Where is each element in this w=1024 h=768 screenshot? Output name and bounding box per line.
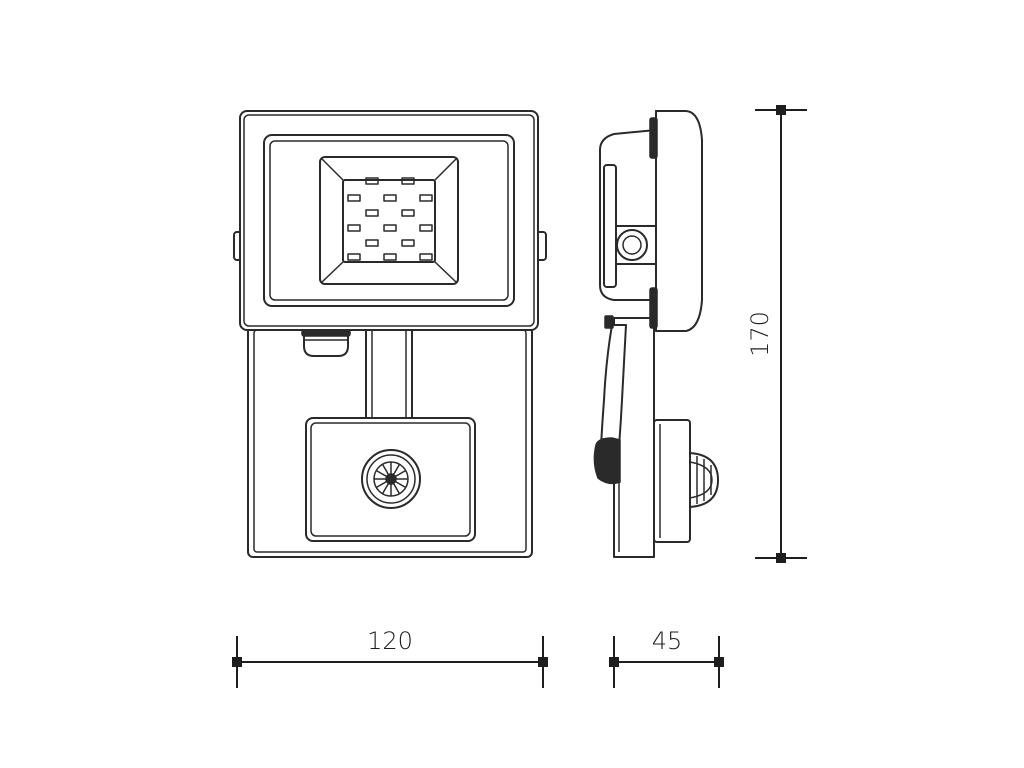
- side-cable-gland: [593, 437, 621, 485]
- lamp-housing: [239, 110, 539, 331]
- side-front-glass: [655, 110, 703, 332]
- pivot-bolt: [616, 229, 648, 261]
- bracket-neck: [365, 325, 413, 423]
- led-chip: [401, 209, 415, 217]
- height-label: 170: [746, 311, 774, 357]
- led-chip: [347, 224, 361, 232]
- led-chip: [365, 177, 379, 185]
- cable-gland: [303, 332, 349, 357]
- glass-frame: [263, 134, 515, 307]
- width-label: 120: [367, 627, 413, 655]
- led-chip: [365, 239, 379, 247]
- front-view: [233, 110, 547, 558]
- pir-sensor-lens: [361, 449, 421, 509]
- led-chip: [383, 224, 397, 232]
- side-view: [593, 110, 719, 558]
- led-chip: [419, 194, 433, 202]
- dimension-depth: 45: [609, 627, 724, 688]
- led-chip: [419, 253, 433, 261]
- led-chip: [383, 194, 397, 202]
- led-chip: [401, 177, 415, 185]
- led-chips: [347, 177, 433, 261]
- led-chip: [419, 224, 433, 232]
- led-chip: [401, 239, 415, 247]
- dimension-height: 170: [746, 105, 807, 563]
- depth-label: 45: [652, 627, 683, 655]
- led-module: [319, 156, 459, 285]
- dimension-width: 120: [232, 627, 548, 688]
- led-chip: [365, 209, 379, 217]
- led-chip: [383, 253, 397, 261]
- led-chip: [347, 253, 361, 261]
- led-chip: [347, 194, 361, 202]
